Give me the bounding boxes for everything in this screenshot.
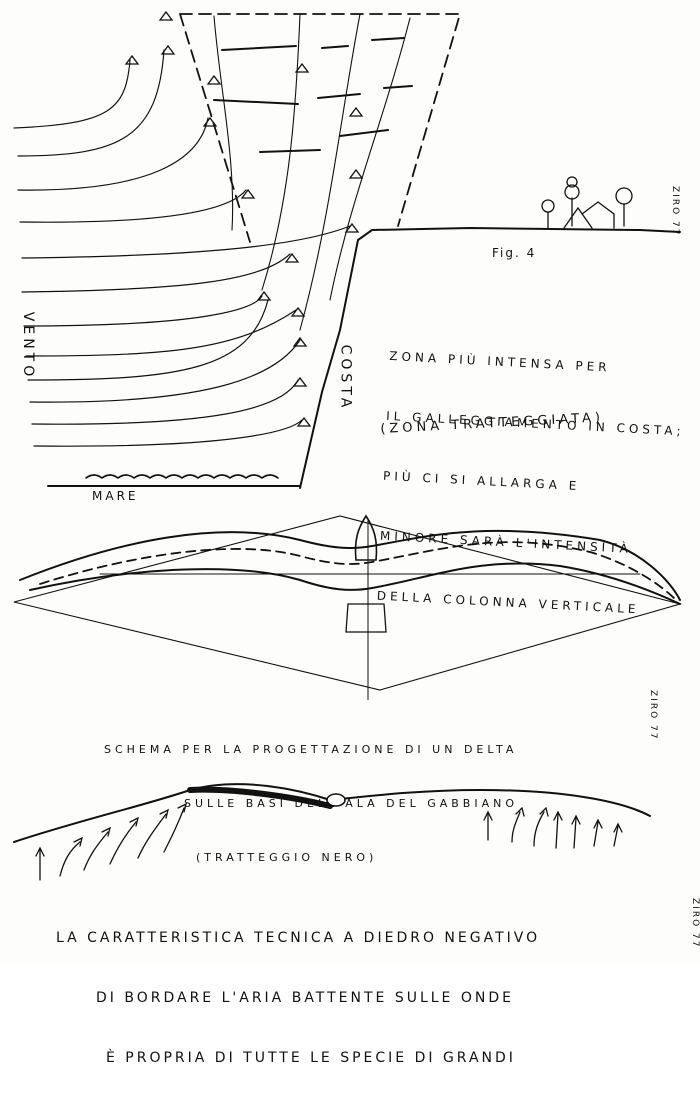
schema-caption-line: SCHEMA PER LA PROGETTAZIONE DI UN DELTA (104, 743, 518, 756)
wind-arrows (124, 10, 364, 427)
pilot-head (326, 793, 346, 807)
signature: ZIRO 77 (690, 898, 700, 949)
sea-waves (85, 474, 279, 479)
anhedral-wing-profile (13, 783, 651, 881)
rising-streamlines (213, 13, 411, 331)
wing-dashed-profile (39, 541, 677, 601)
delta-wing-schema (13, 514, 683, 700)
seagull-body (354, 514, 378, 561)
technical-caption-line: LA CARATTERISTICA TECNICA A DIEDRO NEGAT… (56, 930, 541, 946)
schema-caption: SCHEMA PER LA PROGETTAZIONE DI UN DELTA … (104, 705, 518, 903)
delta-sail (13, 515, 683, 691)
air-arrows-left (35, 802, 187, 881)
drawing-sheet: Fig. 4 ZONA PIÙ INTENSA PER IL GALLEGGIA… (13, 10, 700, 1066)
technical-caption-line: È PROPRIA DI TUTTE LE SPECIE DI GRANDI (106, 1050, 516, 1066)
lift-marks (213, 37, 413, 153)
schema-caption-line: (TRATTEGGIO NERO) (196, 851, 378, 864)
wind-streamlines (13, 49, 351, 447)
air-arrows-right (483, 806, 623, 849)
wing-trailing-edge (29, 562, 681, 605)
coast-profile (299, 226, 681, 489)
house-and-trees (541, 176, 633, 229)
wing-profile-thick (187, 786, 333, 809)
sea-label: MARE (92, 489, 139, 503)
coastal-wind-diagram (13, 10, 681, 489)
wing-profile (13, 783, 651, 843)
technical-caption-line: DI BORDARE L'ARIA BATTENTE SULLE ONDE (96, 990, 514, 1006)
technical-caption: LA CARATTERISTICA TECNICA A DIEDRO NEGAT… (56, 888, 540, 1108)
figure-label: Fig. 4 (492, 246, 537, 260)
wing-outline (19, 529, 681, 601)
updraft-zone-outline (179, 13, 462, 243)
seagull-tail (345, 603, 387, 633)
